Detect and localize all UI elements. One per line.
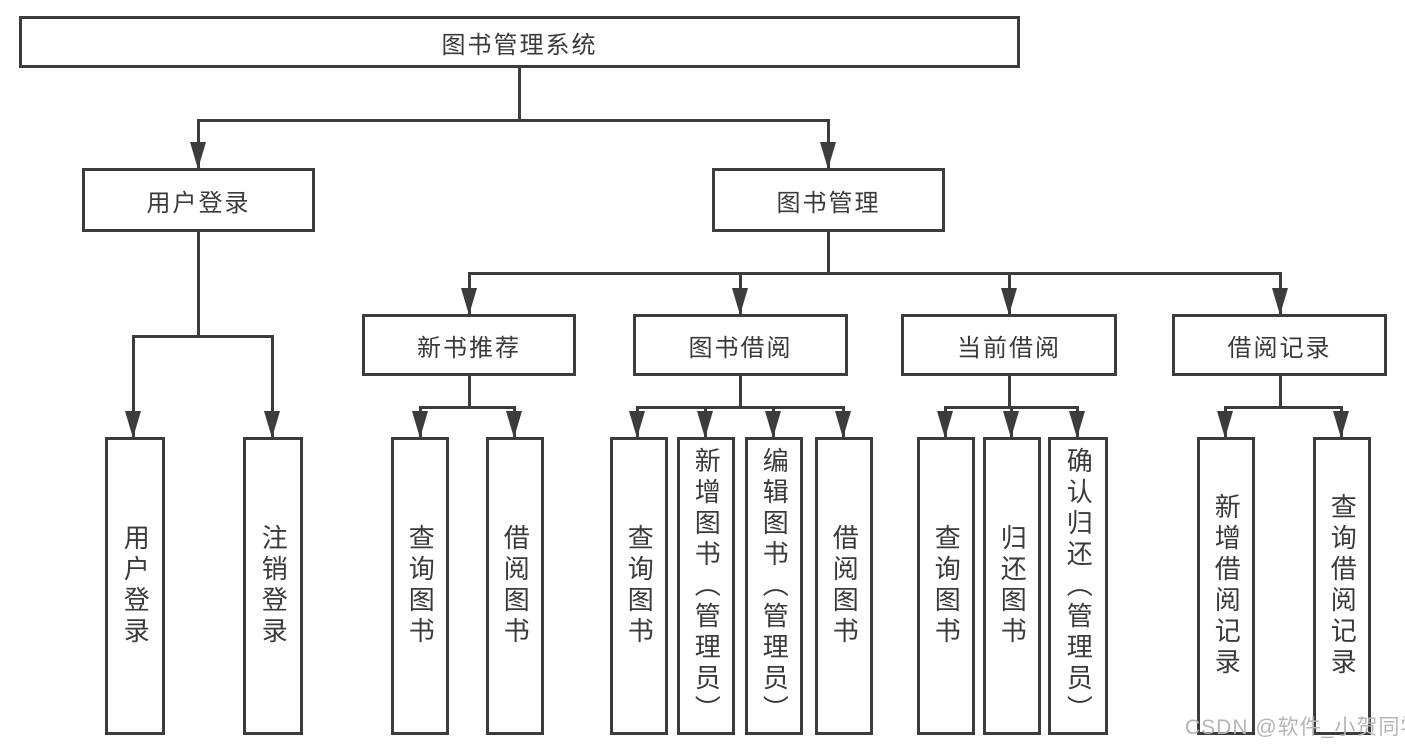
connector-line <box>468 272 1281 275</box>
leaf-newbook-query-books: 查询图书 <box>391 437 449 735</box>
connector-line <box>419 406 516 409</box>
leaf-label: 查询借阅记录 <box>1327 493 1358 679</box>
connector-line <box>197 232 200 335</box>
arrowhead <box>506 411 522 438</box>
node-book-management: 图书管理 <box>712 168 945 232</box>
arrowhead <box>1001 288 1017 315</box>
connector-line <box>1008 376 1011 406</box>
leaf-label: 归还图书 <box>997 524 1028 648</box>
leaf-label: 查询图书 <box>405 524 436 648</box>
arrowhead <box>629 411 645 438</box>
leaf-label: 借阅图书 <box>500 524 531 648</box>
leaf-label: 编辑图书（管理员） <box>759 446 790 726</box>
leaf-borrow-query-books: 查询图书 <box>610 437 668 735</box>
node-borrow-records: 借阅记录 <box>1172 314 1387 376</box>
node-user-login: 用户登录 <box>82 168 315 232</box>
leaf-newbook-borrow-books: 借阅图书 <box>486 437 544 735</box>
leaf-records-query-record: 查询借阅记录 <box>1313 437 1371 735</box>
connector-line <box>1224 406 1343 409</box>
leaf-label: 查询图书 <box>931 524 962 648</box>
leaf-borrow-borrow-books: 借阅图书 <box>815 437 873 735</box>
arrowhead <box>190 142 206 169</box>
leaf-user-login: 用户登录 <box>105 437 165 735</box>
leaf-logout: 注销登录 <box>243 437 303 735</box>
node-label: 图书管理 <box>776 189 881 217</box>
arrowhead <box>765 411 781 438</box>
leaf-label: 新增借阅记录 <box>1211 493 1242 679</box>
arrowhead <box>1217 411 1233 438</box>
arrowhead <box>835 411 851 438</box>
arrowhead <box>125 411 141 438</box>
arrowhead <box>937 411 953 438</box>
arrowhead <box>264 411 280 438</box>
leaf-label: 新增图书（管理员） <box>691 446 722 726</box>
arrowhead <box>1333 411 1349 438</box>
arrowhead <box>820 142 836 169</box>
leaf-current-return-books: 归还图书 <box>983 437 1041 735</box>
node-book-borrow: 图书借阅 <box>633 314 848 376</box>
leaf-records-add-record: 新增借阅记录 <box>1197 437 1255 735</box>
csdn-watermark: CSDN @软件_小贺同学 <box>1185 716 1405 739</box>
arrowhead <box>697 411 713 438</box>
node-label: 当前借阅 <box>957 334 1061 362</box>
leaf-label: 查询图书 <box>624 524 655 648</box>
node-label: 借阅记录 <box>1227 334 1332 362</box>
arrowhead <box>1003 411 1019 438</box>
node-label: 用户登录 <box>146 189 251 217</box>
arrowhead <box>1069 411 1085 438</box>
arrowhead <box>1272 288 1288 315</box>
arrowhead <box>412 411 428 438</box>
leaf-label: 注销登录 <box>258 524 289 648</box>
connector-line <box>271 335 274 437</box>
node-root: 图书管理系统 <box>19 16 1020 68</box>
leaf-label: 用户登录 <box>120 524 151 648</box>
arrowhead <box>461 288 477 315</box>
node-new-book-recommend: 新书推荐 <box>362 314 576 376</box>
connector-line <box>1279 376 1282 406</box>
connector-line <box>468 376 471 406</box>
leaf-borrow-add-books-admin: 新增图书（管理员） <box>677 437 735 735</box>
connector-line <box>636 406 845 409</box>
leaf-label: 确认归还（管理员） <box>1063 446 1094 726</box>
connector-line <box>739 376 742 406</box>
node-current-borrow: 当前借阅 <box>901 314 1117 376</box>
connector-line <box>197 119 830 122</box>
leaf-label: 借阅图书 <box>829 524 860 648</box>
node-label: 新书推荐 <box>417 334 521 362</box>
connector-line <box>518 68 521 119</box>
leaf-current-confirm-return-admin: 确认归还（管理员） <box>1048 437 1108 735</box>
connector-line <box>132 335 135 437</box>
arrowhead <box>732 288 748 315</box>
node-label: 图书借阅 <box>688 334 793 362</box>
connector-line <box>827 232 830 272</box>
node-root-label: 图书管理系统 <box>441 31 598 59</box>
leaf-current-query-books: 查询图书 <box>917 437 975 735</box>
leaf-borrow-edit-books-admin: 编辑图书（管理员） <box>745 437 803 735</box>
connector-line <box>132 335 273 338</box>
